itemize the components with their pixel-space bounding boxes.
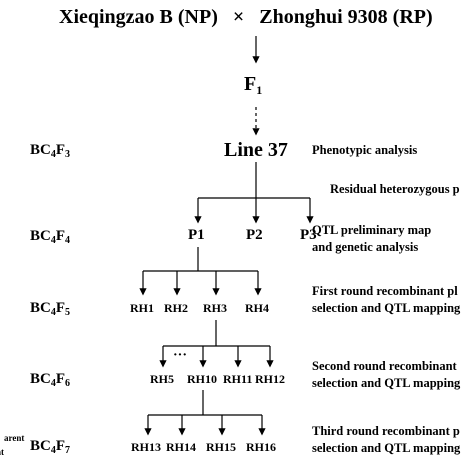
generation-label-bc4f5: BC4F5: [30, 300, 71, 318]
cross-header: Xieqingzao B (NP) × Zhonghui 9308 (RP): [59, 7, 433, 27]
node-rh2: RH2: [164, 301, 188, 315]
note-phenotypic: Phenotypic analysis: [312, 143, 418, 157]
node-p2: P2: [246, 227, 263, 243]
generation-label-bc4f3: BC4F3: [30, 142, 71, 160]
generation-label-bc4f4: BC4F4: [30, 228, 71, 246]
generation-label-bc4f7: BC4F7: [30, 438, 71, 456]
node-rh11: RH11: [223, 372, 253, 386]
node-rh1: RH1: [130, 301, 154, 315]
ellipsis: ···: [173, 348, 188, 363]
note-qtl-preliminary: QTL preliminary map and genetic analysis: [312, 223, 432, 254]
nonrecurrent-parent: Xieqingzao B (NP): [59, 6, 218, 28]
recurrent-parent: Zhonghui 9308 (RP): [259, 6, 433, 28]
node-rh4: RH4: [245, 301, 269, 315]
node-rh13: RH13: [131, 440, 161, 454]
node-rh15: RH15: [206, 440, 236, 454]
note-first-round: First round recombinant pl selection and…: [312, 284, 461, 315]
node-rh16: RH16: [246, 440, 276, 454]
note-residual: Residual heterozygous p: [330, 182, 460, 196]
generation-label-bc4f6: BC4F6: [30, 371, 71, 389]
note-second-round: Second round recombinant selection and Q…: [312, 359, 461, 390]
node-p3: P3: [300, 227, 317, 243]
node-rh3: RH3: [203, 301, 227, 315]
node-rh12: RH12: [255, 372, 285, 386]
node-rh14: RH14: [166, 440, 196, 454]
note-third-round: Third round recombinant p selection and …: [312, 424, 461, 455]
node-p1: P1: [188, 227, 205, 243]
f1-node: F1: [244, 73, 263, 97]
node-rh5: RH5: [150, 372, 174, 386]
node-rh10: RH10: [187, 372, 217, 386]
cross-symbol: ×: [232, 6, 245, 28]
line37-node: Line 37: [224, 139, 288, 161]
left-cut-text: arent nt: [0, 433, 25, 457]
